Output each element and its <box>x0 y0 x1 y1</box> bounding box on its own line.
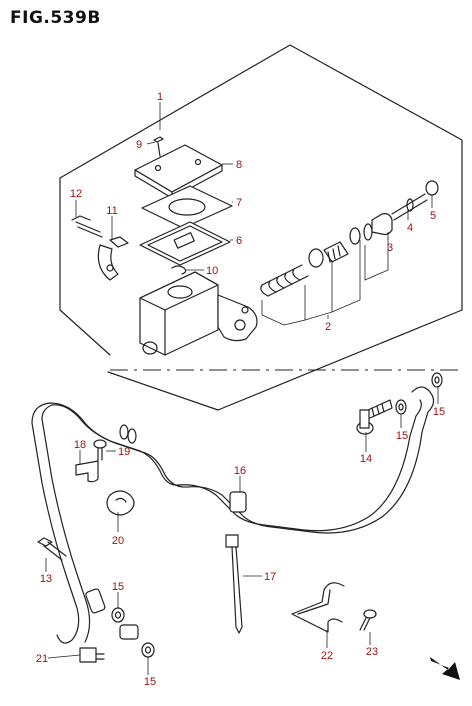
callout-10: 10 <box>206 265 218 277</box>
screw-9 <box>153 136 164 157</box>
callout-15-d: 15 <box>144 676 156 688</box>
callout-15-a: 15 <box>396 430 408 442</box>
callout-8: 8 <box>236 159 242 171</box>
diaphragm <box>139 221 231 266</box>
callout-21: 21 <box>36 653 48 665</box>
leader-lines <box>45 102 439 675</box>
reservoir-cap <box>134 144 223 199</box>
clip-10 <box>171 265 187 275</box>
hose-clip-20 <box>106 490 135 516</box>
callout-17: 17 <box>264 571 276 583</box>
callout-labels: 1 2 3 4 5 6 7 8 9 10 11 12 13 14 15 15 1… <box>36 91 445 688</box>
assembly-outline <box>59 44 463 411</box>
hose-guide-22 <box>291 582 345 633</box>
callout-12: 12 <box>70 188 82 200</box>
bolt-12 <box>71 215 103 238</box>
callout-18: 18 <box>74 439 86 451</box>
push-rod-set <box>363 180 439 281</box>
callout-3: 3 <box>387 242 393 254</box>
bolt-23 <box>359 609 377 631</box>
clutch-hose <box>31 386 435 644</box>
bolt-13 <box>37 537 67 561</box>
diaphragm-plate <box>141 185 233 229</box>
callout-22: 22 <box>321 650 333 662</box>
callout-5: 5 <box>430 210 436 222</box>
piston-kit <box>260 227 361 326</box>
callout-20: 20 <box>112 535 124 547</box>
master-cylinder-body <box>139 271 258 356</box>
callout-16: 16 <box>234 465 246 477</box>
callout-14: 14 <box>360 453 372 465</box>
callout-2: 2 <box>325 321 331 333</box>
hose-clamp <box>75 460 99 483</box>
callout-15-c: 15 <box>112 581 124 593</box>
figure-title: FIG.539B <box>10 8 101 28</box>
holder-bracket <box>97 236 129 281</box>
front-arrow-icon <box>430 657 460 680</box>
callout-13: 13 <box>40 573 52 585</box>
bolt-19 <box>93 439 107 461</box>
callout-1: 1 <box>157 91 163 103</box>
cable-tie <box>225 534 243 634</box>
callout-23: 23 <box>366 646 378 658</box>
callout-19: 19 <box>118 446 130 458</box>
callout-6: 6 <box>236 235 242 247</box>
washer-set <box>111 372 443 658</box>
callout-15-b: 15 <box>433 406 445 418</box>
callout-9: 9 <box>136 139 142 151</box>
callout-7: 7 <box>236 197 242 209</box>
callout-11: 11 <box>106 205 117 217</box>
callout-4: 4 <box>407 222 413 234</box>
clutch-switch-21 <box>79 647 105 663</box>
banjo-bolt-14 <box>356 399 393 435</box>
